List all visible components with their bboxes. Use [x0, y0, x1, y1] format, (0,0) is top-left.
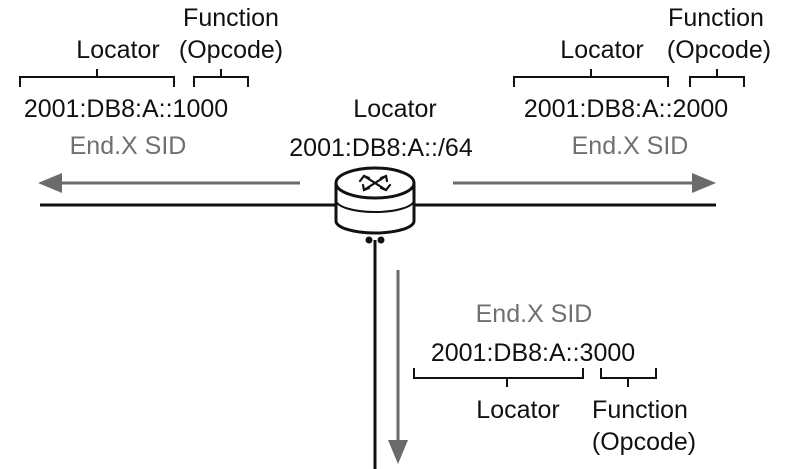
- router-locator-value: 2001:DB8:A::/64: [289, 134, 473, 162]
- left-locator-bracket: [19, 69, 175, 87]
- bottom-locator-bracket: [413, 368, 584, 387]
- bottom-function-opcode-label: (Opcode): [592, 428, 696, 456]
- right-function-bracket: [689, 69, 745, 87]
- bottom-address-locator: 2001:DB8:A::: [431, 339, 580, 367]
- left-sid-type: End.X SID: [70, 132, 187, 160]
- left-address-locator: 2001:DB8:A::: [24, 95, 173, 123]
- bottom-sid-address: 2001:DB8:A::3000: [431, 339, 635, 367]
- left-function-bracket: [193, 69, 249, 87]
- left-locator-label: Locator: [76, 36, 159, 64]
- right-sid-address: 2001:DB8:A::2000: [524, 95, 728, 123]
- left-function-opcode-label: (Opcode): [179, 36, 283, 64]
- left-function-label: Function: [183, 4, 279, 32]
- right-address-function: 2000: [673, 95, 729, 123]
- bottom-function-bracket: [600, 368, 657, 387]
- left-sid-group: Function (Opcode) Locator 2001:DB8:A::10…: [19, 4, 283, 160]
- bottom-sid-type: End.X SID: [476, 300, 593, 328]
- bottom-function-label: Function: [592, 396, 688, 424]
- right-sid-group: Function (Opcode) Locator 2001:DB8:A::20…: [513, 4, 771, 160]
- bottom-sid-group: End.X SID 2001:DB8:A::3000 Locator Funct…: [413, 300, 696, 456]
- right-arrow: [453, 173, 716, 193]
- left-address-function: 1000: [173, 95, 229, 123]
- left-sid-address: 2001:DB8:A::1000: [24, 95, 228, 123]
- down-arrow: [388, 270, 408, 464]
- router-icon[interactable]: [334, 166, 416, 244]
- bottom-locator-label: Locator: [476, 396, 559, 424]
- router-locator-label: Locator: [353, 95, 436, 123]
- right-address-locator: 2001:DB8:A::: [524, 95, 673, 123]
- right-locator-label: Locator: [560, 36, 643, 64]
- right-function-label: Function: [668, 4, 764, 32]
- left-arrow: [38, 173, 300, 193]
- right-sid-type: End.X SID: [572, 132, 689, 160]
- right-function-opcode-label: (Opcode): [667, 36, 771, 64]
- bottom-address-function: 3000: [580, 339, 636, 367]
- right-locator-bracket: [513, 69, 669, 87]
